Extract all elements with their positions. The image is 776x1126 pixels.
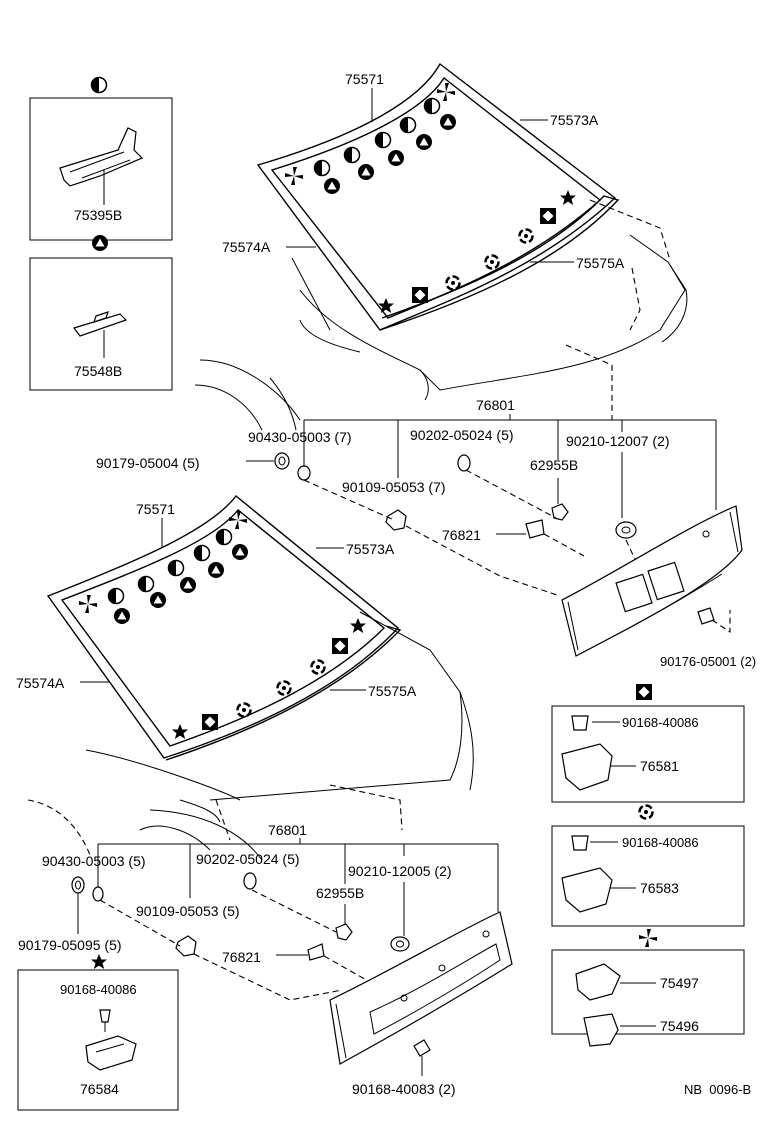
diamond-square-icon xyxy=(540,208,556,224)
label-75571-top: 75571 xyxy=(345,71,384,87)
star-icon xyxy=(560,190,576,205)
label-75574A-bottom: 75574A xyxy=(16,675,65,691)
label-90168-diamond: 90168-40086 xyxy=(622,715,699,730)
diamond-square-icon xyxy=(202,714,218,730)
label-90430-bottom: 90430-05003 (5) xyxy=(42,853,146,869)
star-icon xyxy=(350,618,366,633)
label-90210-bottom: 90210-12005 (2) xyxy=(348,863,452,879)
pinwheel-icon xyxy=(79,595,97,613)
detail-box-75496-75497: 75497 75496 xyxy=(551,929,745,1047)
detail-box-76584: 90168-40086 76584 xyxy=(17,954,179,1111)
half-circle-icon xyxy=(107,587,125,605)
label-75573A-bottom: 75573A xyxy=(346,541,395,557)
pinwheel-icon xyxy=(229,511,247,529)
half-circle-icon xyxy=(167,559,185,577)
clip-circle-icon xyxy=(310,659,326,675)
label-90202-bottom: 90202-05024 (5) xyxy=(196,851,300,867)
diamond-square-icon xyxy=(636,684,652,700)
label-90109-bottom: 90109-05053 (5) xyxy=(136,903,240,919)
triangle-icon xyxy=(92,235,108,251)
triangle-icon xyxy=(232,544,248,560)
triangle-icon xyxy=(114,608,130,624)
clip-circle-icon xyxy=(276,680,292,696)
label-90430-top: 90430-05003 (7) xyxy=(248,429,352,445)
star-icon xyxy=(172,724,188,739)
bottom-car-assembly: 75571 75573A 75574A 75575A xyxy=(16,495,474,861)
triangle-icon xyxy=(388,150,404,166)
detail-box-76583: 90168-40086 76583 xyxy=(551,804,745,927)
label-90176: 90176-05001 (2) xyxy=(660,654,756,669)
clip-circle-icon xyxy=(638,804,654,820)
pinwheel-icon xyxy=(437,83,455,101)
detail-box-75548B: 75548B xyxy=(29,235,173,391)
label-75575A-bottom: 75575A xyxy=(368,683,417,699)
label-75496: 75496 xyxy=(660,1018,699,1034)
clip-circle-icon xyxy=(236,702,252,718)
half-circle-icon xyxy=(193,544,211,562)
triangle-icon xyxy=(440,114,456,130)
clip-circle-icon xyxy=(445,275,461,291)
label-76581: 76581 xyxy=(640,758,679,774)
triangle-icon xyxy=(416,134,432,150)
half-circle-icon xyxy=(374,131,392,149)
star-icon xyxy=(91,954,107,969)
label-75497: 75497 xyxy=(660,975,699,991)
top-car-assembly: 75571 75573A 75574A 75575A xyxy=(194,62,688,431)
detail-box-75395B: 75395B xyxy=(29,76,173,241)
star-icon xyxy=(378,298,394,313)
label-75575A-top: 75575A xyxy=(576,255,625,271)
triangle-icon xyxy=(358,164,374,180)
diamond-square-icon xyxy=(412,287,428,303)
triangle-icon xyxy=(180,577,196,593)
label-90210-top: 90210-12007 (2) xyxy=(566,433,670,449)
label-76584: 76584 xyxy=(80,1081,119,1097)
detail-box-76581: 90168-40086 76581 xyxy=(551,684,745,803)
diamond-square-icon xyxy=(332,638,348,654)
half-circle-icon xyxy=(137,575,155,593)
pinwheel-icon xyxy=(639,929,657,947)
label-90179-top: 90179-05004 (5) xyxy=(96,455,200,471)
half-circle-icon xyxy=(423,97,441,115)
label-90168-40083: 90168-40083 (2) xyxy=(352,1081,456,1097)
triangle-icon xyxy=(208,562,224,578)
clip-circle-icon xyxy=(518,228,534,244)
label-75395B: 75395B xyxy=(74,207,122,223)
label-90168-clip: 90168-40086 xyxy=(622,835,699,850)
label-90109-top: 90109-05053 (7) xyxy=(342,479,446,495)
triangle-icon xyxy=(150,592,166,608)
half-circle-icon xyxy=(215,528,233,546)
clip-circle-icon xyxy=(484,254,500,270)
top-garnish-group: 76801 90430-05003 (7) 90202-05024 (5) 90… xyxy=(96,397,756,669)
label-75574A-top: 75574A xyxy=(222,239,271,255)
label-76583: 76583 xyxy=(640,880,679,896)
half-circle-icon xyxy=(90,76,108,94)
label-75573A-top: 75573A xyxy=(550,112,599,128)
label-76801-bottom: 76801 xyxy=(268,822,307,838)
bottom-garnish-group: 76801 90430-05003 (5) 90202-05024 (5) 90… xyxy=(18,822,513,1097)
label-62955B-top: 62955B xyxy=(530,457,578,473)
label-75571-bottom: 75571 xyxy=(136,501,175,517)
label-90179-bottom: 90179-05095 (5) xyxy=(18,937,122,953)
label-62955B-bottom: 62955B xyxy=(316,885,364,901)
label-76801-top: 76801 xyxy=(476,397,515,413)
footer-code: NB 0096-B xyxy=(684,1082,751,1097)
half-circle-icon xyxy=(313,159,331,177)
label-90168-star: 90168-40086 xyxy=(60,982,137,997)
label-76821-bottom: 76821 xyxy=(222,949,261,965)
half-circle-icon xyxy=(399,116,417,134)
label-90202-top: 90202-05024 (5) xyxy=(410,427,514,443)
label-75548B: 75548B xyxy=(74,363,122,379)
triangle-icon xyxy=(324,178,340,194)
label-76821-top: 76821 xyxy=(442,527,481,543)
half-circle-icon xyxy=(343,146,361,164)
pinwheel-icon xyxy=(285,167,303,185)
